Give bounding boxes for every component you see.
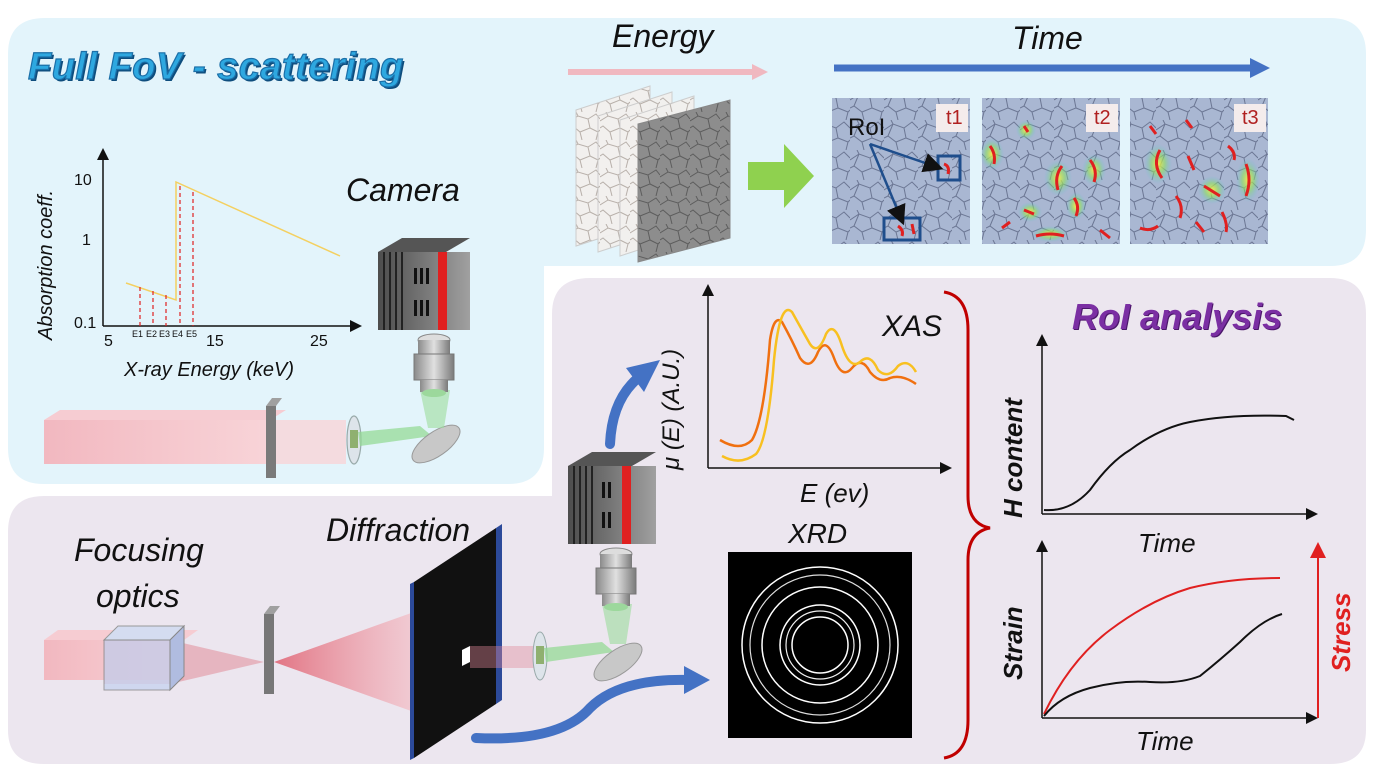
- frame-label-t2: t2: [1094, 107, 1111, 129]
- h-content-ylabel: H content: [998, 398, 1028, 518]
- top-camera-icon: [378, 238, 470, 397]
- edge-e3: E3: [159, 329, 171, 339]
- diffraction-label: Diffraction: [326, 512, 471, 548]
- xtick-15: 15: [206, 333, 224, 350]
- xrd-label: XRD: [788, 518, 848, 549]
- xas-ylabel: μ (E) (A.U.): [658, 348, 685, 470]
- strain-stress-plot: [1036, 540, 1326, 724]
- ytick-1: 1: [82, 232, 91, 249]
- bottom-camera-icon: [568, 452, 656, 611]
- edge-e4: E4: [172, 329, 184, 339]
- frame-label-t3: t3: [1242, 107, 1259, 129]
- page-title: Full FoV - scattering: [27, 45, 404, 88]
- time-label: Time: [1012, 20, 1083, 56]
- absorption-plot: [97, 148, 362, 332]
- xas-title: XAS: [882, 310, 943, 343]
- strain-ylabel: Strain: [998, 606, 1028, 680]
- absorption-xlabel: X-ray Energy (keV): [124, 359, 295, 381]
- xtick-5: 5: [104, 333, 113, 350]
- edge-e5: E5: [186, 329, 198, 339]
- strain-xlabel: Time: [1136, 726, 1194, 756]
- focusing-label-line1: Focusing: [74, 532, 204, 568]
- h-content-plot: [1036, 334, 1318, 520]
- xas-xlabel: E (ev): [800, 478, 870, 508]
- edge-e1: E1: [132, 329, 144, 339]
- arrow-to-xas: [605, 373, 643, 449]
- green-arrow: [748, 144, 814, 208]
- frame-label-t1: t1: [946, 107, 963, 129]
- frame-t1: [832, 98, 970, 244]
- xrd-pattern: [728, 552, 912, 738]
- roi-label: RoI: [848, 114, 886, 141]
- energy-label: Energy: [612, 18, 714, 54]
- camera-label: Camera: [346, 172, 460, 208]
- frame-t2: [980, 98, 1120, 244]
- edge-e2: E2: [146, 329, 158, 339]
- red-brace: [943, 290, 991, 760]
- xtick-25: 25: [310, 333, 328, 350]
- ytick-10: 10: [74, 172, 92, 189]
- top-beamline: [44, 390, 461, 478]
- xas-plot: [702, 284, 952, 474]
- h-content-xlabel: Time: [1138, 528, 1196, 558]
- arrow-to-xrd: [471, 674, 695, 744]
- bottom-beamline: [44, 524, 643, 760]
- ytick-0-1: 0.1: [74, 315, 97, 332]
- frame-t3: [1130, 98, 1268, 244]
- absorption-ylabel: Absorption coeff.: [35, 189, 57, 340]
- energy-image-stack: [575, 85, 731, 263]
- roi-analysis-title: RoI analysis: [1072, 296, 1283, 337]
- focusing-label-line2: optics: [96, 578, 180, 614]
- stress-label: Stress: [1326, 592, 1356, 673]
